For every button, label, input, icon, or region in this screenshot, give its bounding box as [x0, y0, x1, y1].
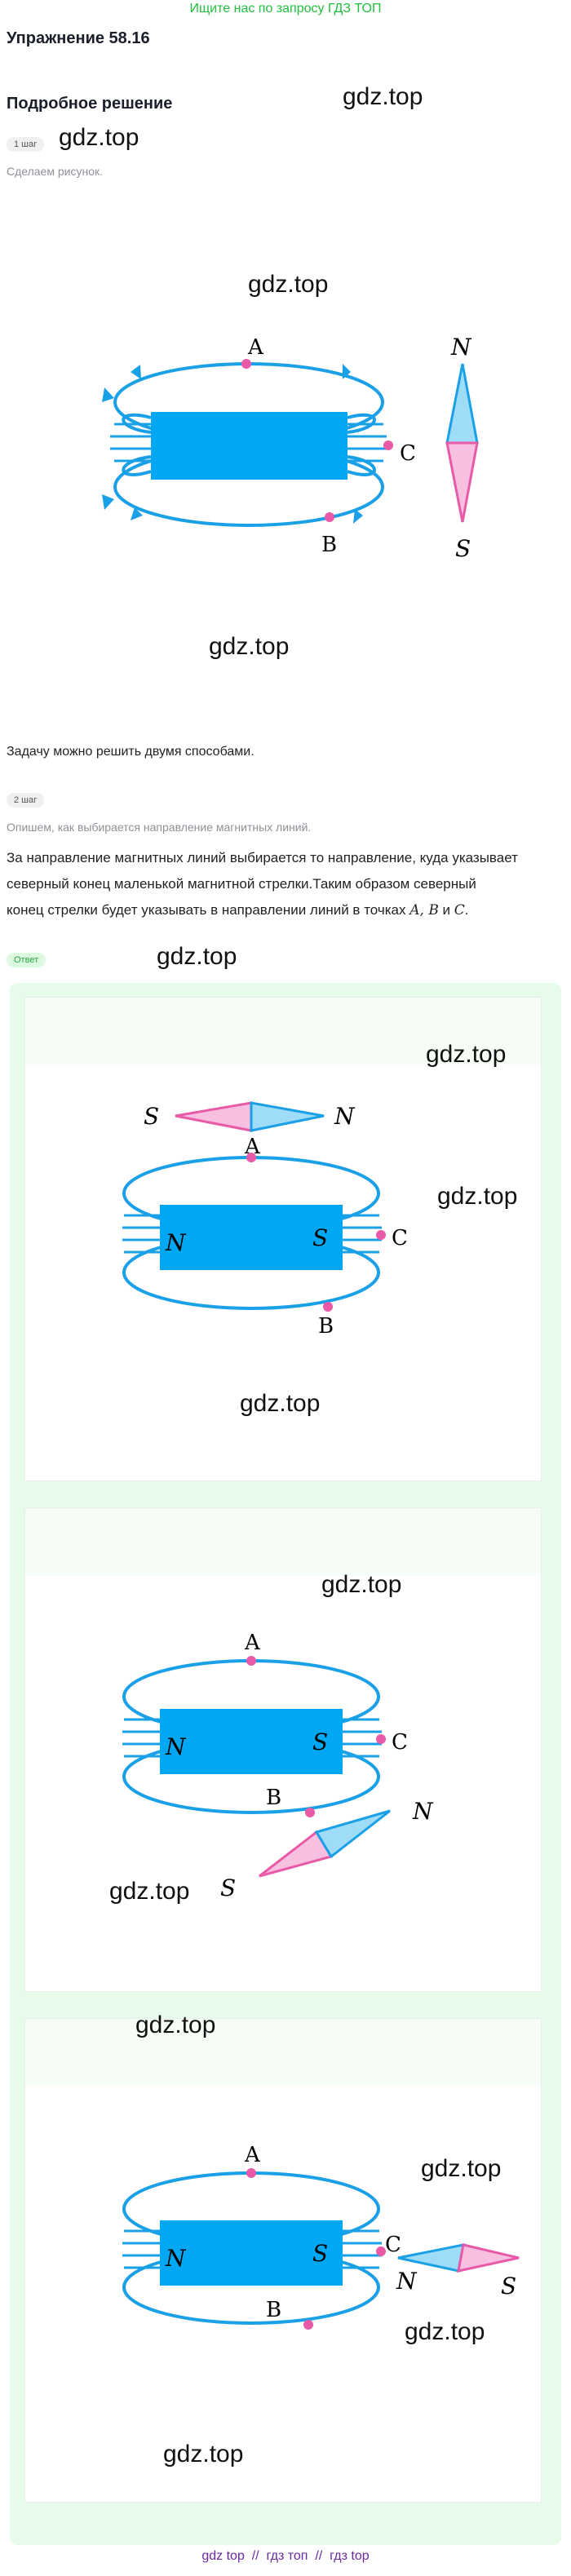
- bar-magnet: [151, 412, 347, 480]
- magnet-pole-S: S: [312, 2240, 328, 2267]
- field-line: [122, 455, 152, 476]
- magnet-pole-N: N: [165, 1229, 187, 1256]
- explanation-point-c: C: [454, 902, 465, 918]
- needle-label-S: S: [501, 2273, 516, 2299]
- watermark: gdz.top: [437, 1183, 518, 1210]
- step-badge: 2 шаг: [7, 793, 45, 808]
- needle-label-N: N: [396, 2268, 418, 2295]
- watermark: gdz.top: [426, 1041, 507, 1068]
- solution-heading: Подробное решение: [7, 95, 173, 113]
- footer-link[interactable]: gdz top: [201, 2549, 245, 2563]
- footer-separator: //: [251, 2549, 259, 2563]
- point-C: [376, 2246, 386, 2256]
- watermark: gdz.top: [209, 633, 290, 660]
- magnet-field-diagram: A C B N S: [102, 334, 479, 562]
- footer-links: gdz top // гдз топ // гдз top: [0, 2549, 571, 2564]
- watermark: gdz.top: [59, 124, 139, 151]
- point-C: [383, 440, 393, 450]
- point-A: [241, 359, 251, 369]
- answer-diagram-3: N S A C B N S: [122, 2143, 520, 2330]
- needle-label-N: N: [450, 334, 472, 361]
- point-B: [323, 1302, 333, 1312]
- card-header: [25, 2019, 541, 2086]
- needle-label-S: S: [144, 1103, 159, 1130]
- step-caption: Опишем, как выбирается направление магни…: [7, 821, 312, 834]
- explanation-line: За направление магнитных линий выбираетс…: [7, 850, 518, 865]
- footer-link[interactable]: гдз топ: [266, 2549, 308, 2563]
- watermark: gdz.top: [405, 2318, 485, 2345]
- magnet-pole-S: S: [312, 1728, 328, 1755]
- step-caption: Сделаем рисунок.: [7, 165, 103, 178]
- watermark: gdz.top: [157, 943, 237, 970]
- needle-label-N: N: [334, 1103, 356, 1130]
- point-C: [376, 1734, 386, 1744]
- field-line: [347, 413, 376, 434]
- label-A: A: [247, 335, 264, 360]
- label-B: B: [266, 2298, 281, 2322]
- page-title: Упражнение 58.16: [7, 29, 150, 47]
- promo-banner[interactable]: Ищите нас по запросу ГДЗ ТОП: [189, 2, 382, 15]
- compass-needle: [175, 1101, 325, 1132]
- needle-label-N: N: [412, 1798, 434, 1825]
- magnet-pole-S: S: [312, 1224, 328, 1251]
- step-badge: 1 шаг: [7, 137, 45, 152]
- watermark: gdz.top: [135, 2012, 216, 2038]
- label-A: A: [244, 2143, 261, 2167]
- explanation-points: A, B: [409, 902, 439, 918]
- explanation-line: северный конец маленькой магнитной стрел…: [7, 876, 476, 892]
- point-C: [376, 1230, 386, 1240]
- watermark: gdz.top: [421, 2155, 502, 2182]
- explanation-line: конец стрелки будет указывать в направле…: [7, 897, 469, 923]
- point-B: [325, 512, 334, 522]
- watermark: gdz.top: [240, 1390, 321, 1417]
- needle-label-S: S: [455, 535, 471, 562]
- field-line: [122, 413, 152, 434]
- label-C: C: [400, 441, 416, 466]
- watermark: gdz.top: [343, 83, 423, 110]
- solution-text: Задачу можно решить двумя способами.: [7, 745, 255, 759]
- magnet-pole-N: N: [165, 2245, 187, 2272]
- field-arrows: [102, 364, 363, 524]
- point-A: [246, 2168, 256, 2178]
- explanation-and: и: [438, 902, 454, 918]
- point-B: [305, 1808, 315, 1817]
- label-C: C: [392, 1730, 408, 1755]
- magnet-pole-N: N: [165, 1733, 187, 1760]
- point-B: [303, 2320, 313, 2330]
- compass-needle: [445, 363, 479, 523]
- explanation-end: .: [464, 902, 469, 918]
- label-B: B: [321, 533, 337, 557]
- needle-label-S: S: [220, 1874, 236, 1901]
- watermark: gdz.top: [163, 2441, 244, 2468]
- label-B: B: [266, 1786, 281, 1810]
- label-A: A: [244, 1631, 261, 1655]
- watermark: gdz.top: [248, 271, 329, 298]
- card-header: [25, 1508, 541, 1575]
- compass-needle: [259, 1809, 391, 1878]
- answer-diagram-2: N S A C B S N: [122, 1631, 434, 1901]
- point-A: [246, 1656, 256, 1666]
- explanation-text: конец стрелки будет указывать в направле…: [7, 902, 406, 918]
- label-B: B: [318, 1314, 334, 1339]
- watermark: gdz.top: [321, 1571, 402, 1598]
- footer-separator: //: [315, 2549, 323, 2563]
- magnet-hairs: [110, 423, 387, 463]
- answer-diagram-1: N S A C B S N: [122, 1101, 408, 1339]
- answer-badge: Ответ: [7, 953, 46, 967]
- point-A: [246, 1153, 256, 1162]
- footer-link[interactable]: гдз top: [330, 2549, 370, 2563]
- card-header: [25, 998, 541, 1064]
- compass-needle: [397, 2243, 520, 2273]
- label-C: C: [385, 2233, 401, 2257]
- label-C: C: [392, 1226, 408, 1250]
- watermark: gdz.top: [109, 1878, 190, 1905]
- field-line: [347, 455, 376, 476]
- label-A: A: [244, 1135, 261, 1159]
